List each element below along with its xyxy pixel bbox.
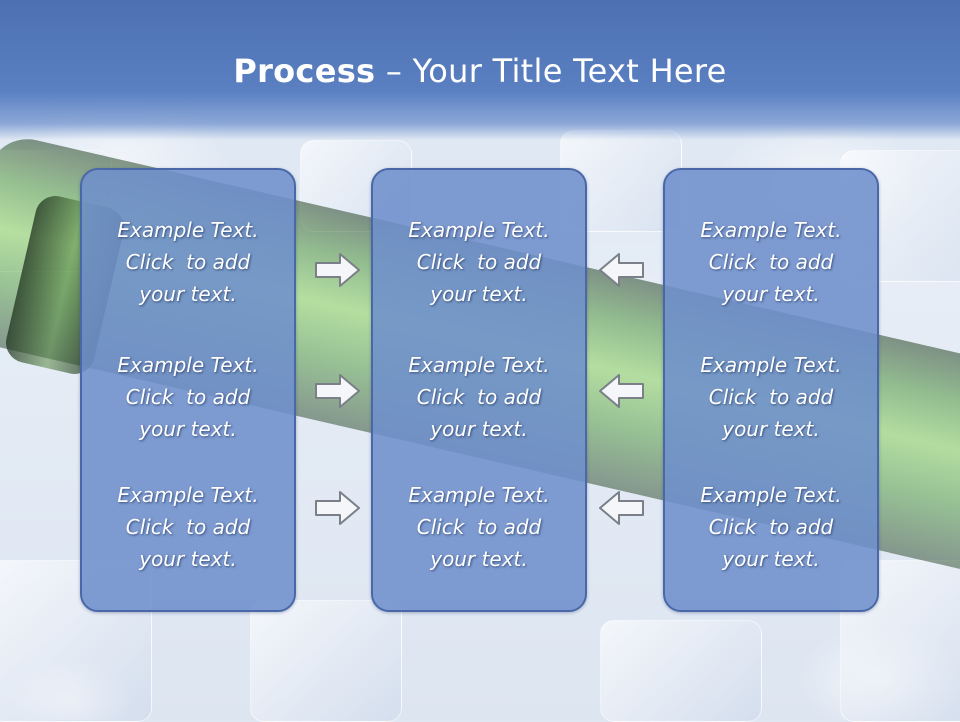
process-box-right[interactable]: Example Text. Click to add your text. Ex… <box>663 168 879 612</box>
arrow-left-icon[interactable] <box>597 489 645 527</box>
ice-cube <box>600 620 762 722</box>
text-placeholder[interactable]: Example Text. Click to add your text. <box>700 483 842 571</box>
arrow-left-icon[interactable] <box>597 251 645 289</box>
text-placeholder[interactable]: Example Text. Click to add your text. <box>700 218 842 306</box>
ice-cube <box>250 600 402 722</box>
text-placeholder[interactable]: Example Text. Click to add your text. <box>117 483 259 571</box>
slide-title[interactable]: Process – Your Title Text Here <box>0 52 960 90</box>
arrow-right-icon[interactable] <box>314 489 362 527</box>
text-placeholder[interactable]: Example Text. Click to add your text. <box>117 353 259 441</box>
text-placeholder[interactable]: Example Text. Click to add your text. <box>408 353 550 441</box>
text-placeholder[interactable]: Example Text. Click to add your text. <box>408 218 550 306</box>
arrow-left-icon[interactable] <box>597 372 645 410</box>
title-strong: Process <box>233 52 376 90</box>
process-box-middle[interactable]: Example Text. Click to add your text. Ex… <box>371 168 587 612</box>
process-box-left[interactable]: Example Text. Click to add your text. Ex… <box>80 168 296 612</box>
text-placeholder[interactable]: Example Text. Click to add your text. <box>117 218 259 306</box>
arrow-right-icon[interactable] <box>314 372 362 410</box>
title-bar <box>0 0 960 140</box>
title-rest: – Your Title Text Here <box>375 52 727 90</box>
arrow-right-icon[interactable] <box>314 251 362 289</box>
text-placeholder[interactable]: Example Text. Click to add your text. <box>700 353 842 441</box>
text-placeholder[interactable]: Example Text. Click to add your text. <box>408 483 550 571</box>
